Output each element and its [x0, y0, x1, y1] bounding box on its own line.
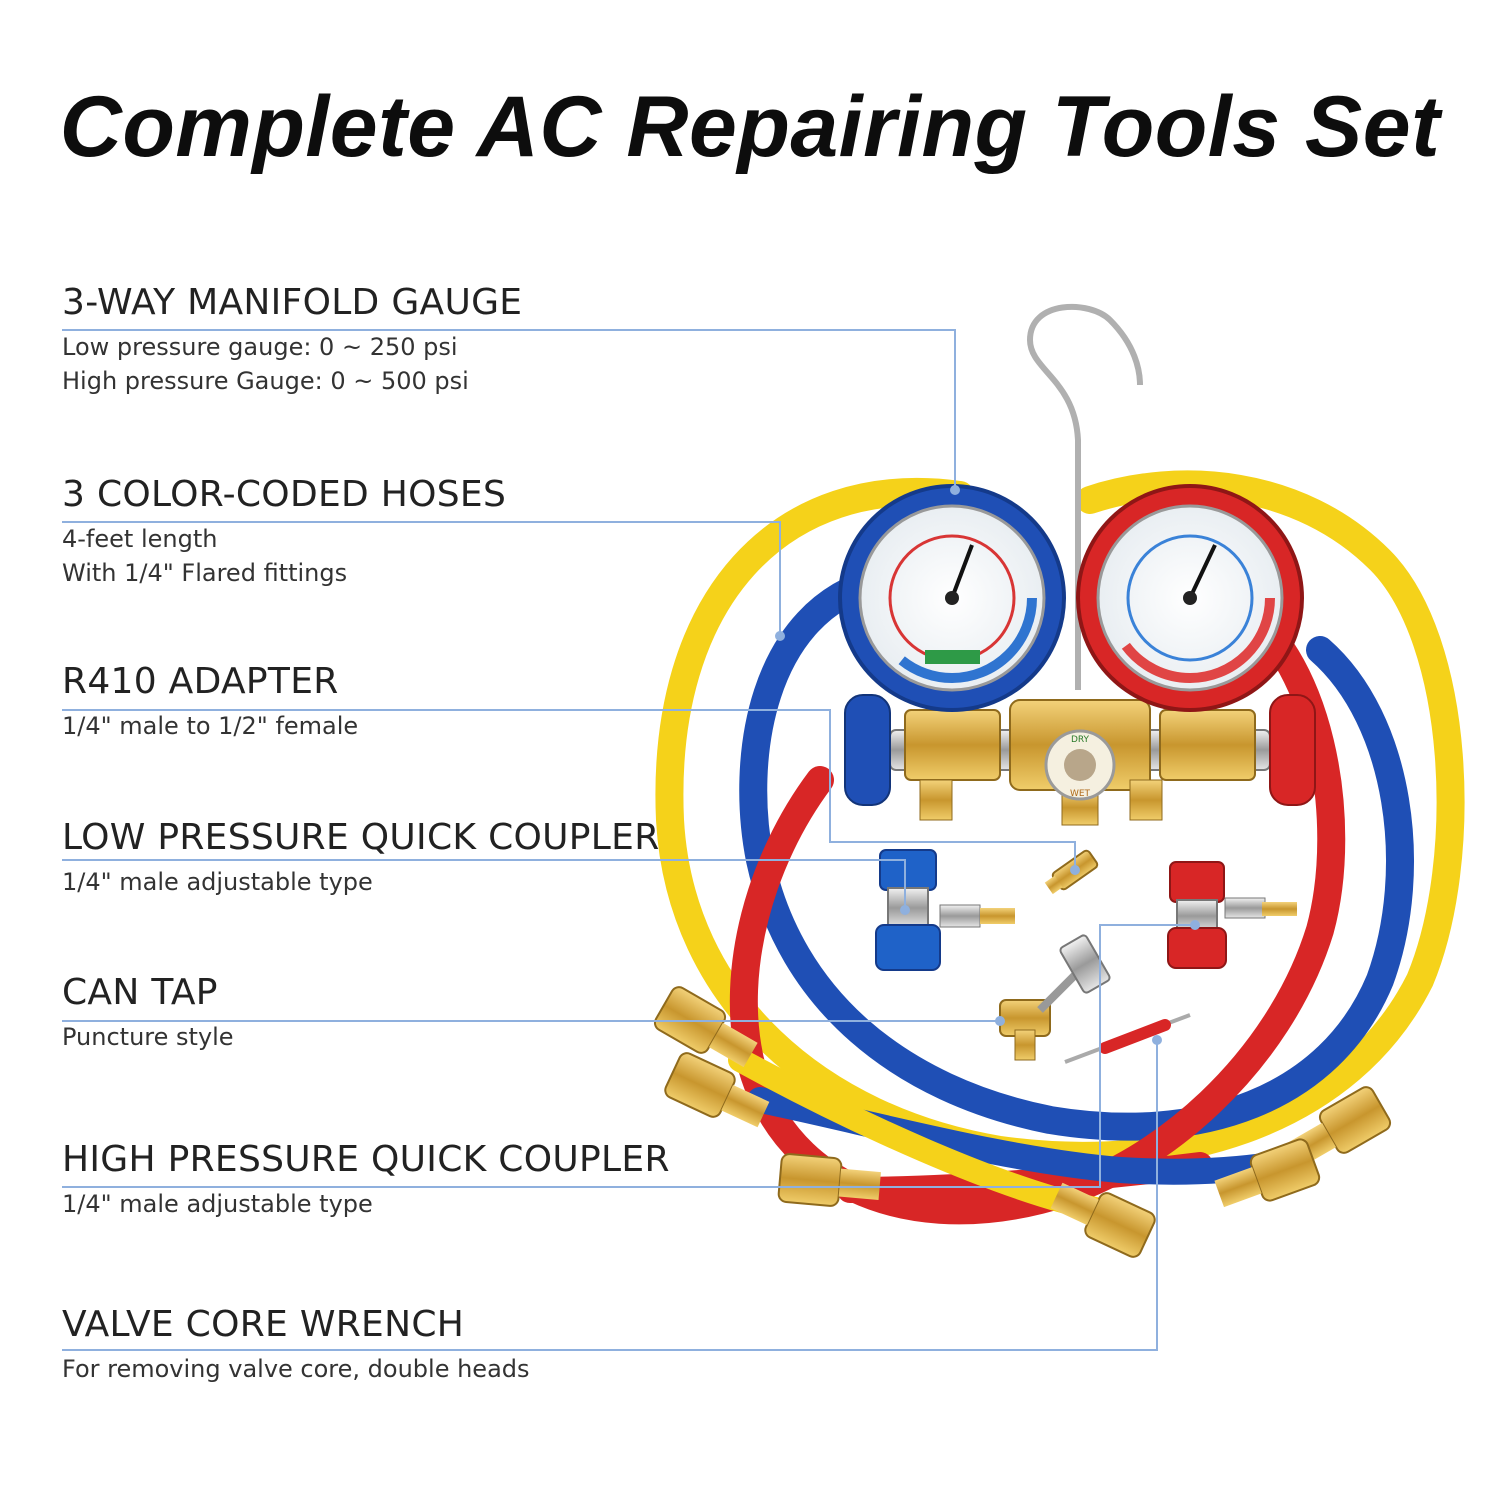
feature-high-pressure-coupler: HIGH PRESSURE QUICK COUPLER 1/4" male ad… [62, 1139, 670, 1221]
quick-coupler-icon [875, 849, 1015, 971]
feature-desc: Puncture style [62, 1020, 234, 1054]
feature-line: Low pressure gauge: 0 ~ 250 psi [62, 333, 458, 361]
feature-r410-adapter: R410 ADAPTER 1/4" male to 1/2" female [62, 661, 358, 743]
leader-dots [775, 485, 1200, 1045]
low-pressure-gauge-icon [838, 484, 1066, 712]
leader-line-adapter [62, 709, 1076, 870]
leader-line-manifold [62, 329, 956, 490]
leader-line-hoses [62, 521, 781, 636]
feature-low-pressure-coupler: LOW PRESSURE QUICK COUPLER 1/4" male adj… [62, 817, 660, 899]
feature-heading: CAN TAP [62, 972, 218, 1013]
feature-heading: VALVE CORE WRENCH [62, 1304, 465, 1345]
feature-desc: 1/4" male to 1/2" female [62, 709, 358, 743]
feature-heading: R410 ADAPTER [62, 661, 339, 702]
feature-line: 1/4" male adjustable type [62, 868, 373, 896]
feature-desc: For removing valve core, double heads [62, 1352, 530, 1386]
feature-valve-core-wrench: VALVE CORE WRENCH For removing valve cor… [62, 1304, 530, 1386]
leader-lines [62, 329, 1195, 1351]
feature-hoses: 3 COLOR-CODED HOSES 4-feet length With 1… [62, 474, 506, 590]
high-pressure-gauge-icon [1076, 484, 1304, 712]
leader-line-wrench [62, 1040, 1158, 1351]
feature-line: With 1/4" Flared fittings [62, 559, 348, 587]
feature-desc: 1/4" male adjustable type [62, 865, 660, 899]
hose-fitting-icon [653, 986, 1392, 1258]
hook-icon [1026, 303, 1143, 690]
feature-line: Puncture style [62, 1023, 234, 1051]
valve-core-wrench-icon [1064, 1013, 1191, 1064]
sight-glass-label: DRY [1071, 735, 1090, 745]
leader-line-high-coupler [62, 924, 1195, 1188]
feature-desc: Low pressure gauge: 0 ~ 250 psi High pre… [62, 330, 522, 398]
feature-line: For removing valve core, double heads [62, 1355, 530, 1383]
feature-heading: 3-WAY MANIFOLD GAUGE [62, 282, 523, 323]
feature-line: High pressure Gauge: 0 ~ 500 psi [62, 367, 469, 395]
hose-icon [655, 470, 1465, 1225]
leader-line-low-coupler [62, 859, 906, 910]
blue-hose [739, 566, 1414, 1141]
sight-glass-label: WET [1070, 789, 1091, 799]
feature-heading: HIGH PRESSURE QUICK COUPLER [62, 1139, 670, 1180]
quick-coupler-icon [1167, 861, 1297, 969]
feature-line: 1/4" male to 1/2" female [62, 712, 359, 740]
feature-line: 1/4" male adjustable type [62, 1190, 373, 1218]
feature-manifold-gauge: 3-WAY MANIFOLD GAUGE Low pressure gauge:… [62, 282, 522, 398]
feature-desc: 1/4" male adjustable type [62, 1187, 670, 1221]
feature-heading: 3 COLOR-CODED HOSES [62, 474, 507, 515]
can-tap-icon [999, 934, 1111, 1061]
feature-can-tap: CAN TAP Puncture style [62, 972, 234, 1054]
feature-desc: 4-feet length With 1/4" Flared fittings [62, 522, 506, 590]
manifold-gauge-icon: DRY WET [844, 694, 1316, 826]
page-title: Complete AC Repairing Tools Set [59, 79, 1441, 175]
feature-heading: LOW PRESSURE QUICK COUPLER [62, 817, 660, 858]
feature-line: 4-feet length [62, 525, 218, 553]
